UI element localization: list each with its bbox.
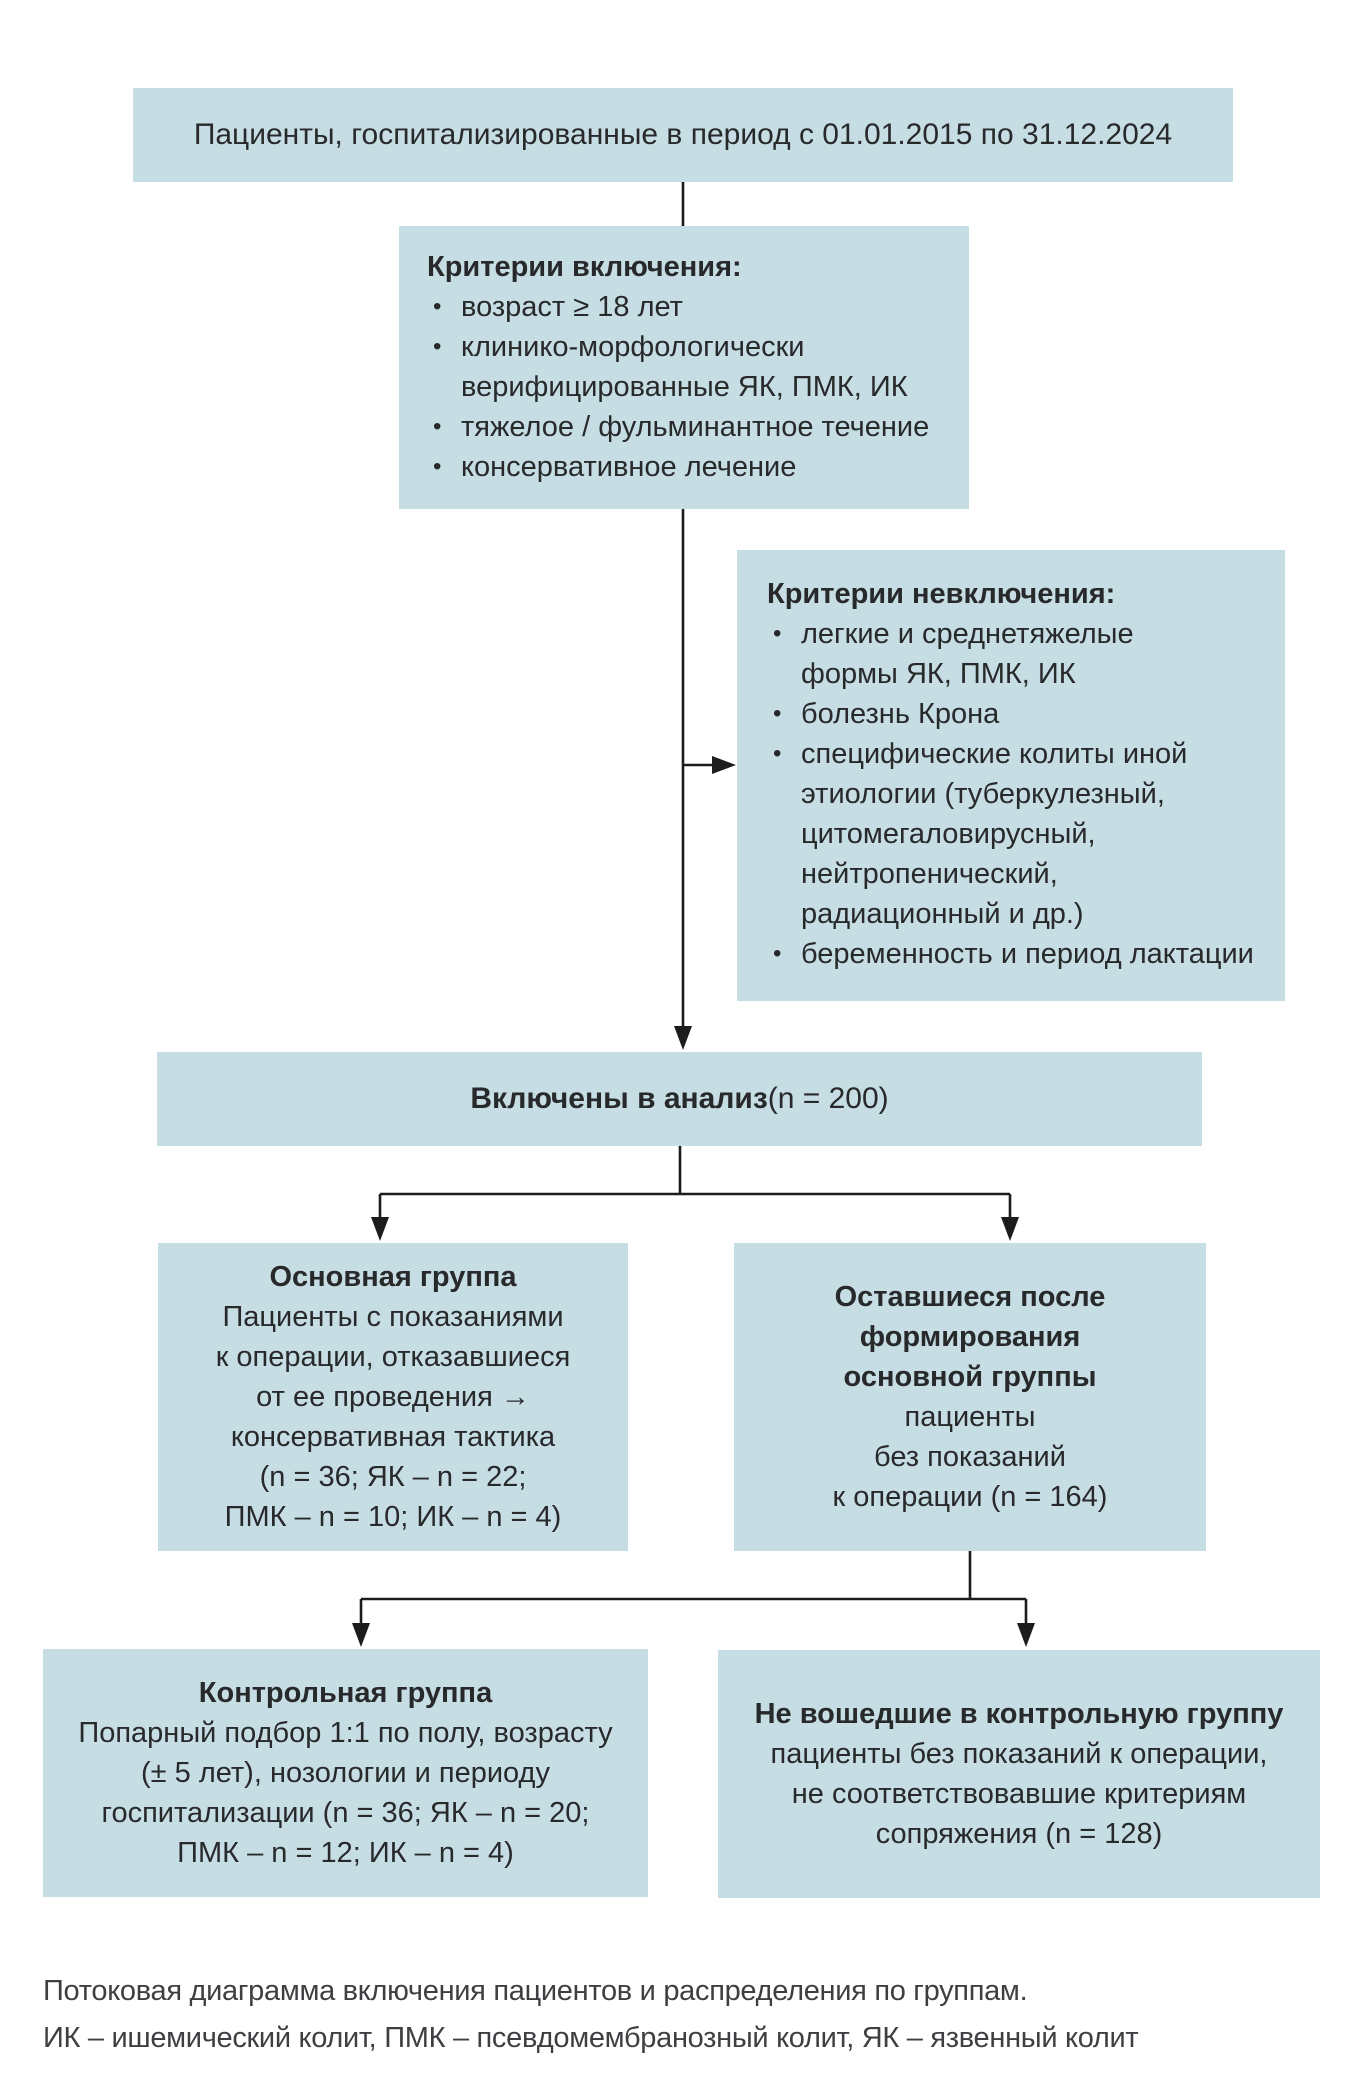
box-exclusion-criteria: Критерии невключения: • легкие и среднетя… (737, 550, 1285, 1001)
included-count: (n = 200) (767, 1082, 889, 1115)
bullet-icon: • (433, 453, 442, 480)
control-group-body: Попарный подбор 1:1 по полу, возрасту (±… (78, 1717, 613, 1869)
bullet-item: • специфические колиты иной этиологии (ту… (767, 734, 1263, 934)
remaining-body: пациенты без показаний к операции (n = 1… (832, 1401, 1108, 1513)
bullet-item-text: болезнь Крона (801, 698, 1000, 730)
bullet-icon: • (773, 940, 782, 967)
arrow-down-icon (1017, 1623, 1035, 1647)
bullet-item: • тяжелое / фульминантное течение (427, 407, 943, 447)
box-inclusion-criteria: Критерии включения: • возраст ≥ 18 лет • кл… (399, 226, 969, 509)
box-hospitalized-period: Пациенты, госпитализированные в период с… (133, 88, 1233, 182)
box-not-in-control-group: Не вошедшие в контрольную группу пациент… (718, 1650, 1320, 1898)
included-title: Включены в анализ (470, 1082, 768, 1115)
caption-line-2: ИК – ишемический колит, ПМК – псевдомемб… (43, 2022, 1139, 2054)
box-control-group: Контрольная группа Попарный подбор 1:1 п… (43, 1649, 648, 1897)
bullet-icon: • (773, 620, 782, 647)
bullet-item-text: консервативное лечение (461, 451, 797, 483)
bullet-icon: • (433, 413, 442, 440)
not-in-control-body: пациенты без показаний к операции, не со… (770, 1738, 1268, 1850)
bullet-item-text: тяжелое / фульминантное течение (461, 411, 930, 443)
bullet-item: • консервативное лечение (427, 447, 943, 487)
bullet-item: • болезнь Крона (767, 694, 1263, 734)
remaining-title: Оставшиеся после формирования основной г… (834, 1281, 1106, 1393)
not-in-control-title: Не вошедшие в контрольную группу (754, 1698, 1284, 1730)
bullet-item: • возраст ≥ 18 лет (427, 287, 943, 327)
bullet-item-text: беременность и период лактации (801, 938, 1254, 970)
main-group-body: Пациенты с показаниями к операции, отказ… (215, 1301, 571, 1533)
bullet-icon: • (773, 740, 782, 767)
control-group-title: Контрольная группа (198, 1677, 493, 1709)
bullet-item-text: возраст ≥ 18 лет (461, 291, 683, 323)
bullet-item-text: клинико-морфологически верифицированные … (461, 331, 908, 403)
main-group-title: Основная группа (269, 1261, 517, 1293)
arrow-down-icon (1001, 1217, 1019, 1241)
box-included-in-analysis: Включены в анализ (n = 200) (157, 1052, 1202, 1146)
caption-line-1: Потоковая диаграмма включения пациентов … (43, 1975, 1028, 2007)
arrow-down-icon (352, 1623, 370, 1647)
arrow-down-icon (371, 1217, 389, 1241)
inclusion-title: Критерии включения: (427, 251, 742, 283)
arrow-down-icon (674, 1026, 692, 1050)
bullet-icon: • (433, 333, 442, 360)
figure-caption: Потоковая диаграмма включения пациентов … (43, 1968, 1139, 2062)
bullet-item: • легкие и среднетяжелые формы ЯК, ПМК, И… (767, 614, 1263, 694)
bullet-icon: • (433, 293, 442, 320)
box-period-text: Пациенты, госпитализированные в период с… (193, 118, 1173, 151)
bullet-item-text: специфические колиты иной этиологии (туб… (801, 738, 1188, 930)
arrow-right-icon (712, 756, 736, 774)
box-main-group: Основная группа Пациенты с показаниями к… (158, 1243, 628, 1551)
box-remaining-after-main-group: Оставшиеся после формирования основной г… (734, 1243, 1206, 1551)
exclusion-list: • легкие и среднетяжелые формы ЯК, ПМК, И… (767, 614, 1263, 974)
exclusion-title: Критерии невключения: (767, 578, 1116, 610)
inclusion-list: • возраст ≥ 18 лет • клинико-морфологически… (427, 287, 943, 487)
bullet-item-text: легкие и среднетяжелые формы ЯК, ПМК, ИК (801, 618, 1134, 690)
bullet-item: • клинико-морфологически верифицированные… (427, 327, 943, 407)
bullet-icon: • (773, 700, 782, 727)
bullet-item: • беременность и период лактации (767, 934, 1263, 974)
